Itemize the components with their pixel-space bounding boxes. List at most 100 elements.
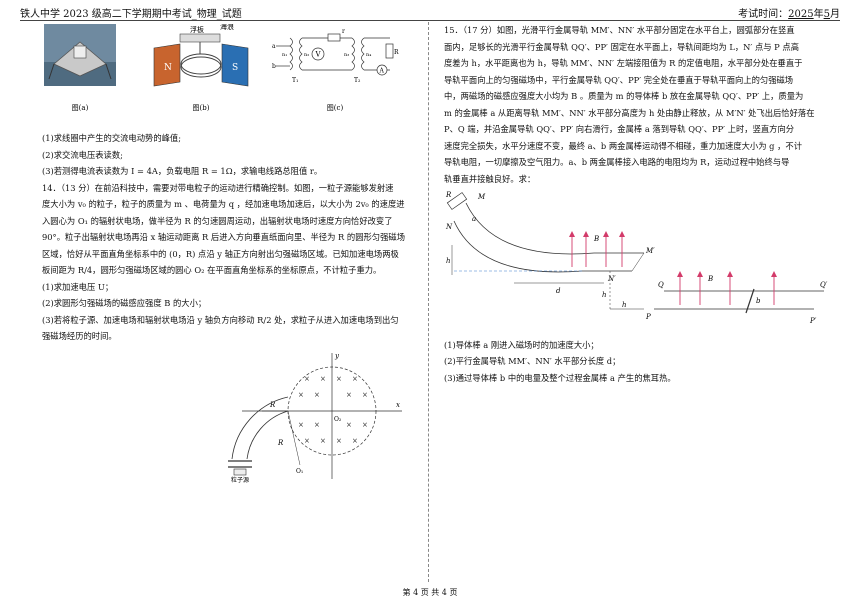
q15-line-3: 度差为 h，水平距离也为 h，导轨 MM′、NN′ 左端接阻值为 R 的定值电阻… (444, 58, 803, 68)
q15-line-4: 导轨平面向上的匀强磁场中，平行金属导轨 QQ′、PP′ 完全处在垂直于导轨平面向… (444, 74, 794, 85)
svg-text:a: a (272, 43, 276, 50)
svg-text:×: × (320, 375, 326, 383)
svg-text:B: B (593, 235, 599, 243)
svg-text:Q′: Q′ (820, 281, 828, 289)
q14-line-6: 板间距为 R/4，圆形匀强磁场区域的圆心 O₂ 在平面直角坐标系的坐标原点，不计… (42, 265, 382, 275)
q15-line-2: 面内，足够长的光滑平行金属导轨 QQ′、PP′ 固定在水平面上，导轨间距均为 L… (444, 41, 799, 52)
svg-text:R: R (394, 49, 399, 56)
fig-a-caption: 图(a) (72, 104, 89, 112)
q14-item-3: (3)若将粒子源、加速电场和辐射状电场沿 y 轴负方向移动 R/2 处，求粒子从… (42, 314, 399, 325)
wave-label: 海浪 (220, 24, 234, 31)
fig-c-caption: 图(c) (327, 104, 344, 112)
svg-text:×: × (298, 421, 304, 429)
svg-text:h: h (446, 257, 451, 265)
svg-text:粒子源: 粒子源 (231, 476, 249, 484)
q14-line-3: 入圆心为 O₁ 的辐射状电场，做半径为 R 的匀速圆周运动，出辐射状电场时速度方… (42, 215, 393, 226)
svg-text:Q: Q (658, 281, 664, 289)
svg-text:M′: M′ (645, 247, 655, 255)
svg-text:y: y (334, 352, 340, 360)
figure-c-circuit: a b n₁ n₂ r V n₃ n₄ R A T₁ T₂ (272, 28, 399, 112)
magnet-s-label: S (232, 63, 238, 73)
svg-text:N′: N′ (607, 275, 616, 283)
svg-text:T₂: T₂ (354, 77, 361, 84)
q15-line-1: 15．（17 分）如图，光滑平行金属导轨 MM′、NN′ 水平部分固定在水平台上… (444, 25, 795, 35)
q14-item-3-cont: 强磁场经历的时间。 (42, 331, 117, 341)
q15-line-6: m 的金属棒 a 从距离导轨 MM′、NN′ 水平部分高度为 h 处由静止释放，… (444, 107, 815, 118)
q15-line-10: 轨垂直并接触良好。求： (444, 173, 536, 184)
svg-text:M: M (477, 193, 486, 201)
q13-item-1: (1)求线圈中产生的交流电动势的峰值; (42, 133, 182, 143)
svg-text:n₃: n₃ (344, 52, 349, 58)
svg-text:a: a (472, 215, 476, 223)
q15-line-9: 导轨电阻，一切摩擦及空气阻力。a、b 两金属棒接入电路的电阻均为 R，运动过程中… (444, 157, 790, 167)
svg-text:×: × (362, 391, 368, 399)
svg-text:N: N (445, 223, 453, 231)
svg-text:O₁: O₁ (296, 468, 303, 475)
svg-text:×: × (320, 437, 326, 445)
svg-text:×: × (362, 421, 368, 429)
q13-item-2: (2)求交流电压表读数; (42, 149, 123, 160)
svg-text:R: R (277, 439, 284, 447)
svg-text:×: × (336, 437, 342, 445)
svg-text:×: × (346, 421, 352, 429)
q15-item-2: (2)平行金属导轨 MM′、NN′ 水平部分长度 d； (444, 356, 621, 366)
fig-b-caption: 图(b) (193, 104, 210, 112)
exam-date: 考试时间：2025年5月 (738, 9, 840, 20)
svg-text:R: R (445, 191, 452, 199)
svg-text:×: × (352, 437, 358, 445)
svg-text:x: x (396, 401, 400, 409)
figure-q15: R M N a M′ N′ B h d h h Q (445, 191, 828, 325)
svg-text:×: × (352, 375, 358, 383)
svg-text:×: × (304, 375, 310, 383)
q14-line-5: 区域，恰好从平面直角坐标系中的 (0，R) 点沿 y 轴正方向射出匀强磁场区域。… (42, 248, 399, 259)
q14-line-2: 度大小为 v₀ 的粒子，粒子的质量为 m 、电荷量为 q ，经加速电场加速后，以… (42, 199, 405, 209)
q14-line-4: 90°。粒子出辐射状电场再沿 x 轴运动距离 R 后进入方向垂直纸面向里、半径为… (42, 232, 405, 242)
svg-text:×: × (314, 421, 320, 429)
svg-text:n₂: n₂ (304, 52, 309, 58)
svg-text:V: V (315, 51, 322, 59)
q13-item-3: (3)若测得电流表读数为 I = 4A，负载电阻 R = 1Ω，求输电线路总阻值… (42, 166, 323, 176)
magnet-n-label: N (164, 63, 172, 73)
svg-text:d: d (556, 287, 561, 295)
svg-text:P′: P′ (809, 317, 817, 325)
svg-text:h: h (602, 291, 607, 299)
svg-text:O₂: O₂ (334, 416, 342, 423)
svg-text:P: P (645, 313, 651, 321)
svg-text:T₁: T₁ (292, 77, 298, 84)
svg-text:n₁: n₁ (282, 52, 287, 58)
page-header: 铁人中学 2023 级高二下学期期中考试_物理_试题 考试时间：2025年5月 (20, 0, 840, 21)
svg-text:r: r (342, 28, 345, 35)
svg-text:b: b (272, 63, 276, 70)
svg-text:×: × (346, 391, 352, 399)
svg-text:×: × (336, 375, 342, 383)
left-column: 图(a) 浮板 海浪 N S 图(b) a b n₁ n₂ (42, 22, 422, 489)
field-crosses: ×××× ×××× ×××× ×××× (298, 375, 368, 445)
svg-text:×: × (298, 391, 304, 399)
page-footer: 第 4 页 共 4 页 (402, 588, 458, 597)
svg-text:B: B (707, 275, 713, 283)
float-label: 浮板 (190, 25, 204, 34)
column-divider (428, 22, 429, 582)
q13-figures: 图(a) 浮板 海浪 N S 图(b) a b n₁ n₂ (42, 22, 422, 130)
figure-b-generator: 浮板 海浪 N S 图(b) (153, 24, 249, 112)
field-arrows-lower (679, 275, 775, 305)
figure-q14: y x ×××× ×××× ×××× ×××× O₂ R O₁ R 粒子源 (228, 352, 402, 484)
svg-text:b: b (756, 297, 761, 305)
exam-title: 铁人中学 2023 级高二下学期期中考试_物理_试题 (20, 9, 242, 20)
svg-text:n₄: n₄ (366, 52, 371, 58)
svg-text:h: h (622, 301, 627, 309)
svg-text:R: R (269, 401, 276, 409)
q14-item-2: (2)求圆形匀强磁场的磁感应强度 B 的大小； (42, 298, 207, 308)
svg-text:×: × (304, 437, 310, 445)
svg-text:A: A (379, 68, 385, 75)
q15-item-1: (1)导体棒 a 刚进入磁场时的加速度大小； (444, 339, 599, 350)
q15-line-8: 速度完全损失，水平分速度不变，最终 a、b 两金属棒运动得不相碰，重力加速度大小… (444, 140, 802, 151)
q14-item-1: (1)求加速电压 U； (42, 281, 114, 292)
svg-text:×: × (314, 391, 320, 399)
right-column: 15．（17 分）如图，光滑平行金属导轨 MM′、NN′ 水平部分固定在水平台上… (444, 22, 836, 386)
field-arrows-upper (571, 235, 623, 267)
q14-line-1: 14．（13 分）在前沿科技中，需要对带电粒子的运动进行精确控制。如图，一粒子源… (42, 182, 394, 193)
q15-line-5: 中，两磁场的磁感应强度大小均为 B 。质量为 m 的导体棒 b 放在金属导轨 Q… (444, 91, 804, 101)
figure-a-photo: 图(a) (44, 24, 116, 112)
q15-item-3: (3)通过导体棒 b 中的电量及整个过程金属棒 a 产生的焦耳热。 (444, 372, 676, 383)
